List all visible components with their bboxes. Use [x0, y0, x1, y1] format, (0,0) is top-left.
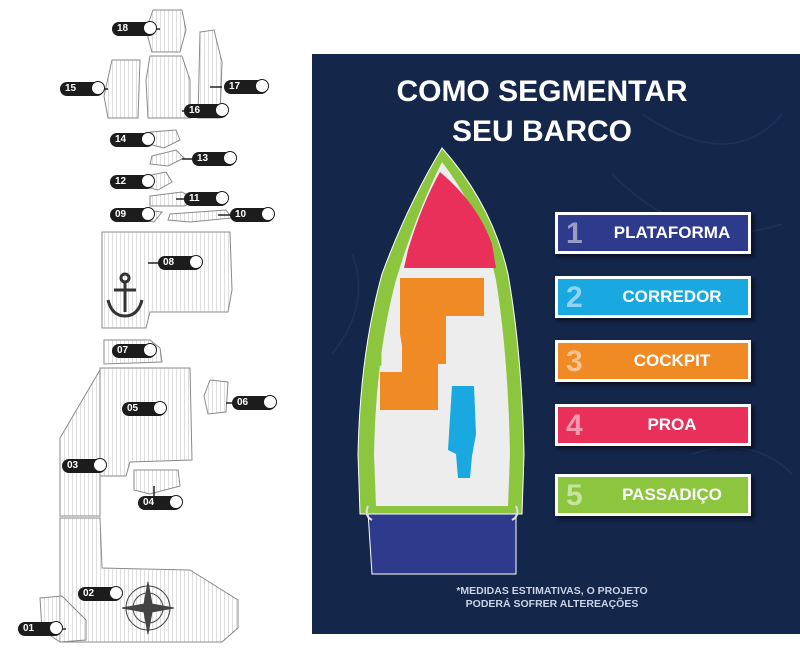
piece-04-shape [133, 469, 181, 495]
zone-corredor [448, 386, 476, 478]
segmentation-infographic: COMO SEGMENTAR SEU BARCO 1 PLATAFORMA 2 … [312, 54, 800, 634]
headline: COMO SEGMENTAR SEU BARCO [382, 72, 702, 152]
piece-13-shape [149, 149, 185, 167]
piece-label-15: 15 [60, 81, 105, 96]
anchor-icon [106, 272, 144, 318]
headline-line-2: SEU BARCO [451, 115, 632, 148]
piece-label-12: 12 [110, 174, 155, 189]
piece-17-shape [197, 29, 223, 119]
legend-label: PASSADIÇO [622, 485, 722, 504]
legend-cockpit: 3 COCKPIT [555, 340, 751, 382]
disclaimer-footnote: *MEDIDAS ESTIMATIVAS, O PROJETO PODERÁ S… [422, 585, 682, 611]
zone-proa [404, 172, 496, 268]
piece-15-shape [103, 59, 141, 119]
legend-number: 2 [566, 281, 583, 314]
legend-plataforma: 1 PLATAFORMA [555, 212, 751, 254]
legend-label: PROA [647, 415, 697, 434]
piece-16-shape [145, 55, 191, 119]
piece-outlines [39, 9, 239, 643]
footnote-line-2: PODERÁ SOFRER ALTEREAÇÕES [465, 598, 639, 610]
headline-line-1: COMO SEGMENTAR [396, 75, 688, 108]
piece-label-09: 09 [110, 207, 155, 222]
piece-05-shape [99, 367, 193, 477]
legend-label: PLATAFORMA [613, 223, 731, 242]
legend-number: 3 [566, 345, 583, 378]
piece-label-08: 08 [158, 255, 203, 270]
piece-02-shape [59, 517, 239, 643]
background-swirls [331, 113, 793, 475]
piece-label-11: 11 [184, 191, 229, 206]
piece-label-02: 02 [78, 586, 123, 601]
piece-label-07: 07 [112, 343, 157, 358]
piece-label-01: 01 [18, 621, 63, 636]
boat-illustration [357, 147, 525, 575]
zone-cockpit [380, 278, 484, 410]
legend-number: 1 [566, 217, 583, 250]
piece-label-16: 16 [184, 103, 229, 118]
legend-label: COCKPIT [633, 351, 711, 370]
piece-label-10: 10 [230, 207, 275, 222]
compass-rose-icon [121, 581, 175, 635]
piece-label-17: 17 [224, 79, 269, 94]
piece-layout-diagram: 18 15 17 16 14 13 12 11 09 10 08 07 05 0… [0, 0, 300, 658]
legend-passadico: 5 PASSADIÇO [555, 474, 751, 516]
piece-label-03: 03 [62, 458, 107, 473]
piece-label-05: 05 [122, 401, 167, 416]
piece-label-04: 04 [138, 495, 183, 510]
piece-03-shape [59, 368, 101, 517]
legend-number: 5 [566, 479, 583, 512]
piece-label-14: 14 [110, 132, 155, 147]
piece-label-13: 13 [192, 151, 237, 166]
legend-number: 4 [566, 409, 583, 442]
piece-06-shape [203, 379, 229, 415]
footnote-line-1: *MEDIDAS ESTIMATIVAS, O PROJETO [456, 585, 648, 597]
legend-corredor: 2 CORREDOR [555, 276, 751, 318]
piece-10-shape [167, 209, 233, 223]
zone-plataforma [367, 511, 517, 575]
legend-proa: 4 PROA [555, 404, 751, 446]
piece-label-06: 06 [232, 395, 277, 410]
legend-label: CORREDOR [622, 287, 722, 306]
piece-label-18: 18 [112, 21, 157, 36]
